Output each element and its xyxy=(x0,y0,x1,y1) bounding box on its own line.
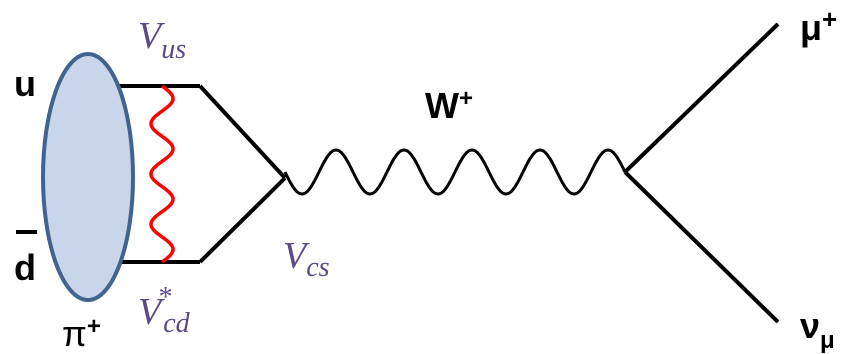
w-boson-label: W+ xyxy=(425,85,473,126)
neutrino-line xyxy=(623,170,780,324)
dbar-to-vertex-line xyxy=(198,176,287,264)
vus-label: Vus xyxy=(138,15,186,65)
vcs-label: Vcs xyxy=(283,235,330,283)
u-quark-label: u xyxy=(14,63,36,104)
muon-line xyxy=(623,22,780,174)
pion-label: π+ xyxy=(62,313,101,354)
w-boson-line xyxy=(283,148,627,196)
dbar-quark-label: d xyxy=(14,247,36,288)
pion-bound-state xyxy=(41,52,135,302)
vcd-label: V*cd xyxy=(138,282,191,339)
muon-label: μ+ xyxy=(800,4,837,48)
neutrino-label: νμ xyxy=(800,305,835,354)
u-to-vertex-line xyxy=(198,84,287,180)
gluon-line xyxy=(149,84,175,264)
